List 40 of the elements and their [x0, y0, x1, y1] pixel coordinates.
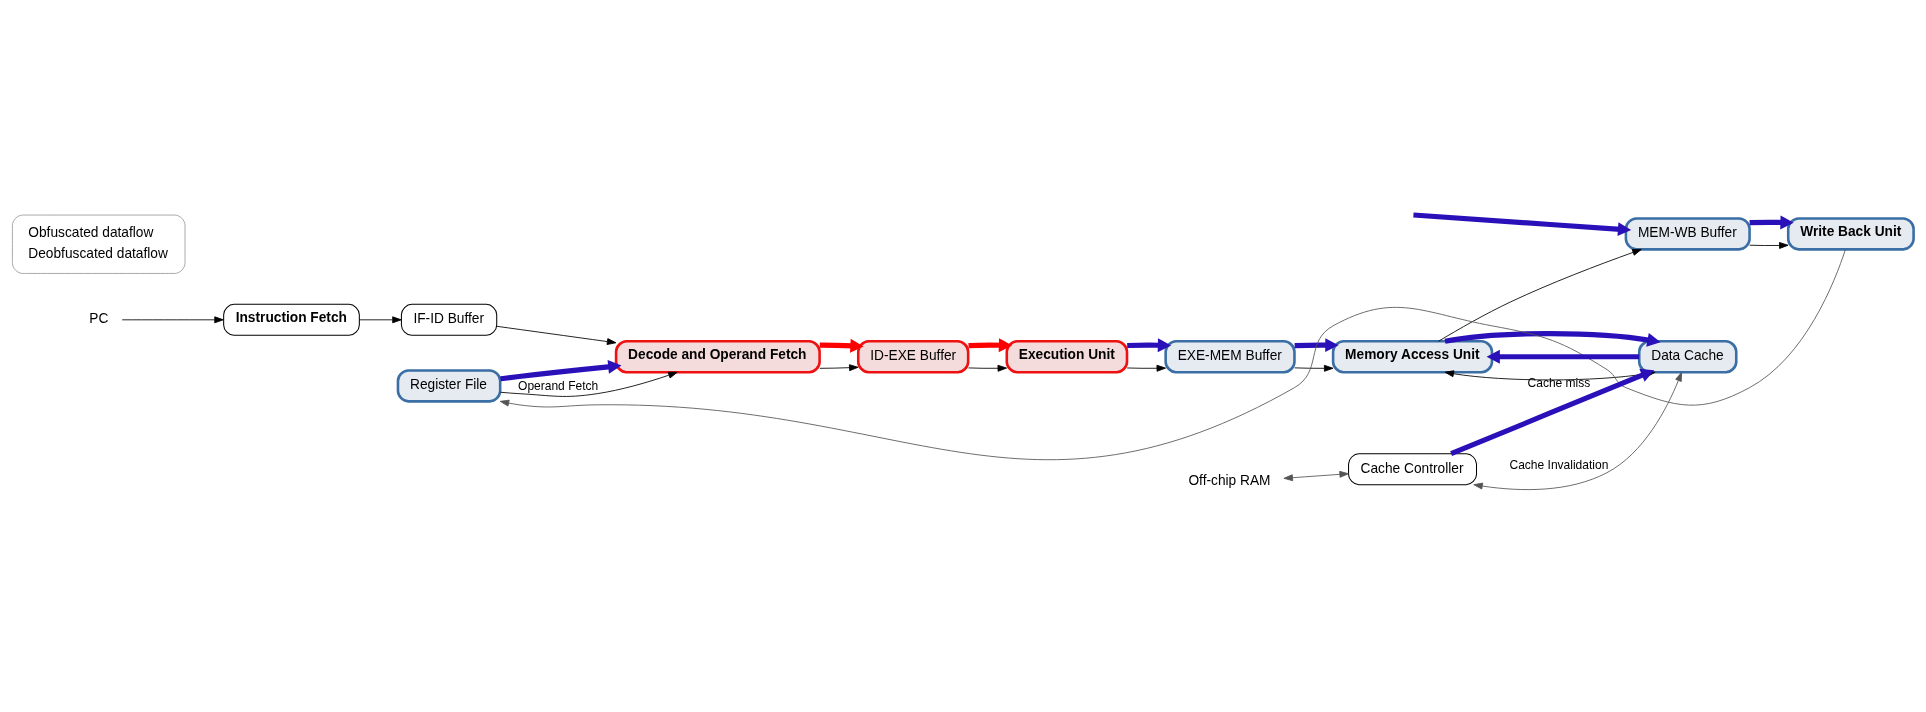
arrow: [358, 316, 402, 324]
node-box: Write Back Unit: [1786, 217, 1915, 251]
arrow: [1294, 338, 1339, 353]
arrow: [1126, 364, 1166, 372]
node-box: Register File: [396, 369, 502, 403]
node-box: Data Cache: [1637, 340, 1738, 374]
edge-label: Cache Invalidation: [1509, 458, 1609, 473]
arrow: [496, 325, 617, 345]
arrow: [1749, 215, 1794, 230]
node-box: IF-ID Buffer: [400, 303, 498, 336]
legend-label: Deobfuscated dataflow: [28, 245, 168, 261]
arrow: [1413, 212, 1632, 237]
node-box: EXE-MEM Buffer: [1164, 340, 1296, 374]
arrow: [968, 338, 1013, 353]
arrow: [819, 364, 859, 372]
arrow: [1294, 364, 1334, 372]
arrow: [500, 359, 622, 382]
arrow: [819, 338, 864, 353]
node-box: Instruction Fetch: [223, 303, 360, 336]
node-box: Memory Access Unit: [1331, 340, 1494, 374]
edge-label: Operand Fetch: [518, 379, 599, 394]
node-text: Off-chip RAM: [1188, 473, 1271, 489]
node-box: ID-EXE Buffer: [856, 340, 970, 374]
edge-label: Cache miss: [1527, 375, 1591, 390]
arrow: [500, 371, 678, 397]
node-box: Cache Controller: [1348, 453, 1477, 486]
arrow: [1283, 470, 1349, 482]
node-box: Execution Unit: [1005, 340, 1129, 374]
arrow: [968, 364, 1007, 372]
arrow: [1486, 349, 1640, 364]
arrow: [1438, 249, 1642, 342]
arrow: [499, 249, 1846, 460]
arrow: [1444, 331, 1661, 347]
legend-label: Obfuscated dataflow: [28, 225, 154, 241]
arrow: [1127, 338, 1172, 353]
arrow: [1749, 242, 1789, 249]
arrow: [121, 316, 224, 324]
node-box: Decode and Operand Fetch: [614, 340, 821, 374]
node-text: PC: [89, 311, 109, 327]
node-box: MEM-WB Buffer: [1624, 217, 1751, 251]
